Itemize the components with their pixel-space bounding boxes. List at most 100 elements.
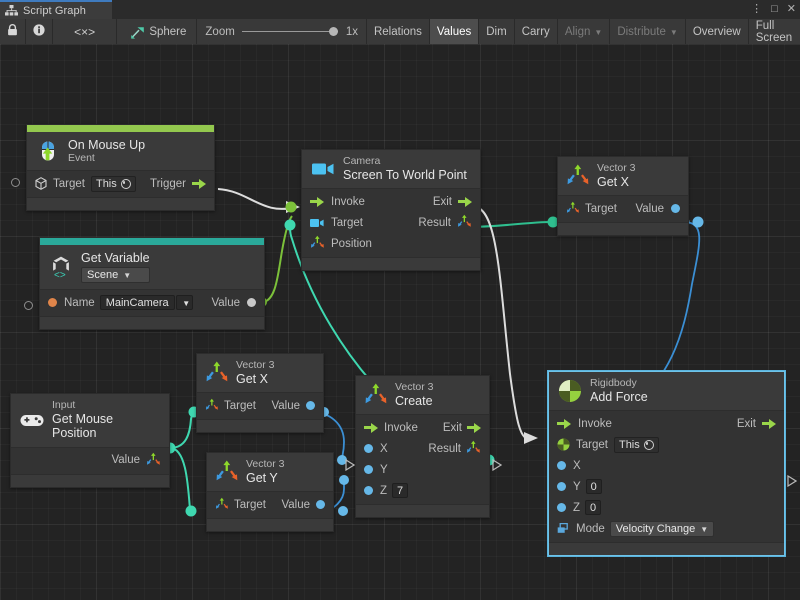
variable-name-dropdown[interactable]: ▼	[176, 295, 193, 310]
port-label-value: Value	[271, 400, 300, 412]
toolbar-button-overview[interactable]: Overview	[686, 19, 749, 44]
toolbar-button-align[interactable]: Align ▼	[558, 19, 611, 44]
port-label-value: Value	[281, 499, 310, 511]
target-value-field[interactable]: This	[614, 437, 659, 453]
window-close-icon[interactable]: ✕	[787, 4, 796, 15]
node-camera-screen-to-world-point[interactable]: Camera Screen To World Point Invoke Exit	[301, 149, 481, 271]
camera-icon	[310, 156, 336, 182]
variable-name-field[interactable]: MainCamera	[100, 295, 175, 310]
gamepad-icon	[19, 407, 45, 433]
flow-out-arrow-icon[interactable]	[192, 179, 206, 189]
flow-out-triangle-icon[interactable]	[492, 459, 502, 474]
unity-variable-icon: <>	[48, 254, 74, 280]
y-input-port[interactable]	[557, 482, 566, 491]
port-right: Exit	[443, 422, 481, 434]
window-menu-icon[interactable]: ⋮	[751, 4, 762, 15]
toolbar-button-relations[interactable]: Relations	[367, 19, 430, 44]
flow-out-arrow-icon[interactable]	[762, 419, 776, 429]
flow-in-arrow-icon[interactable]	[310, 197, 324, 207]
port-right: Result	[428, 440, 481, 457]
node-body: Target Value	[558, 196, 688, 222]
value-output-port[interactable]	[306, 401, 315, 410]
node-input-port[interactable]	[11, 178, 20, 187]
tab-script-graph[interactable]: Script Graph	[0, 0, 112, 19]
rigidbody-port-icon	[557, 438, 570, 451]
node-subtitle: Camera	[343, 155, 467, 167]
node-vector3-create[interactable]: Vector 3 Create Invoke Exit X	[355, 375, 490, 518]
node-header: Vector 3 Create	[356, 376, 489, 415]
vector3-port-icon	[310, 235, 325, 252]
zoom-slider-knob[interactable]	[329, 27, 338, 36]
zoom-slider[interactable]	[242, 26, 338, 38]
target-value-text: This	[619, 439, 640, 451]
node-on-mouse-up[interactable]: On Mouse Up Event Target This	[26, 124, 215, 211]
node-get-variable[interactable]: <> Get Variable Scene ▼ Name MainCamera …	[39, 237, 265, 330]
node-accent-bar	[27, 125, 214, 132]
mode-dropdown[interactable]: Velocity Change ▼	[610, 521, 714, 537]
object-picker-icon[interactable]	[644, 440, 654, 450]
node-rigidbody-add-force[interactable]: Rigidbody Add Force Invoke Exit	[548, 371, 785, 556]
value-output-port[interactable]	[316, 500, 325, 509]
node-subtitle: Event	[68, 152, 145, 164]
port-row-value: Value	[11, 450, 169, 471]
code-view-button[interactable]: <×>	[53, 19, 117, 44]
node-vector3-get-x-mid[interactable]: Vector 3 Get X Target Value	[196, 353, 324, 433]
node-vector3-get-x-top[interactable]: Vector 3 Get X Target Value	[557, 156, 689, 236]
variable-kind-value: Scene	[87, 269, 118, 282]
variable-name-value: MainCamera	[106, 297, 169, 309]
graph-target-button[interactable]: Sphere	[117, 19, 197, 44]
port-row-y: Y 0	[549, 476, 784, 497]
x-input-port[interactable]	[364, 444, 373, 453]
y-value-text: 0	[591, 481, 597, 493]
gameobject-icon	[35, 177, 47, 190]
zoom-control: Zoom 1x	[197, 19, 367, 44]
port-right: Result	[418, 214, 472, 231]
graph-canvas[interactable]: On Mouse Up Event Target This	[0, 44, 800, 600]
port-row-z: Z 0	[549, 497, 784, 518]
toolbar-button-dim[interactable]: Dim	[479, 19, 514, 44]
tab-label: Script Graph	[23, 5, 86, 17]
port-label-exit: Exit	[737, 418, 756, 430]
node-footer	[197, 419, 323, 432]
graph-target-label: Sphere	[149, 26, 186, 38]
node-body: Invoke Exit X Result	[356, 415, 489, 504]
value-output-port[interactable]	[247, 298, 256, 307]
z-input-port[interactable]	[364, 486, 373, 495]
port-row-target: Target Value	[197, 395, 323, 416]
window-maximize-icon[interactable]: □	[771, 4, 778, 15]
node-input-port[interactable]	[24, 301, 33, 310]
x-input-port[interactable]	[557, 461, 566, 470]
vector3-port-icon	[146, 452, 161, 469]
object-picker-icon[interactable]	[121, 179, 131, 189]
node-input-get-mouse-position[interactable]: Input Get Mouse Position Value	[10, 393, 170, 488]
toolbar-button-full-screen[interactable]: Full Screen	[749, 19, 800, 44]
node-vector3-get-y[interactable]: Vector 3 Get Y Target Value	[206, 452, 334, 532]
flow-out-arrow-icon[interactable]	[458, 197, 472, 207]
chevron-down-icon: ▼	[594, 29, 602, 37]
flow-out-arrow-icon[interactable]	[467, 423, 481, 433]
node-footer	[40, 316, 264, 329]
node-subtitle: Vector 3	[246, 458, 285, 470]
port-label-target: Target	[53, 178, 85, 190]
variable-kind-dropdown[interactable]: Scene ▼	[81, 267, 150, 283]
y-input-port[interactable]	[364, 465, 373, 474]
z-input-port[interactable]	[557, 503, 566, 512]
toolbar-button-carry[interactable]: Carry	[515, 19, 558, 44]
flow-in-arrow-icon[interactable]	[364, 423, 378, 433]
target-value-field[interactable]: This	[91, 176, 136, 192]
toolbar-button-distribute[interactable]: Distribute ▼	[610, 19, 686, 44]
lock-button[interactable]	[0, 19, 26, 44]
toolbar-button-values[interactable]: Values	[430, 19, 479, 44]
value-output-port[interactable]	[671, 204, 680, 213]
flow-in-triangle-icon[interactable]	[345, 459, 355, 474]
info-button[interactable]	[26, 19, 53, 44]
z-value-field[interactable]: 0	[585, 500, 601, 515]
port-label-result: Result	[418, 217, 451, 229]
port-label-value: Value	[211, 297, 240, 309]
name-input-port[interactable]	[48, 298, 57, 307]
flow-out-triangle-icon[interactable]	[787, 475, 797, 490]
y-value-field[interactable]: 0	[586, 479, 602, 494]
flow-in-arrow-icon[interactable]	[557, 419, 571, 429]
port-label-target: Target	[576, 439, 608, 451]
z-value-field[interactable]: 7	[392, 483, 408, 498]
